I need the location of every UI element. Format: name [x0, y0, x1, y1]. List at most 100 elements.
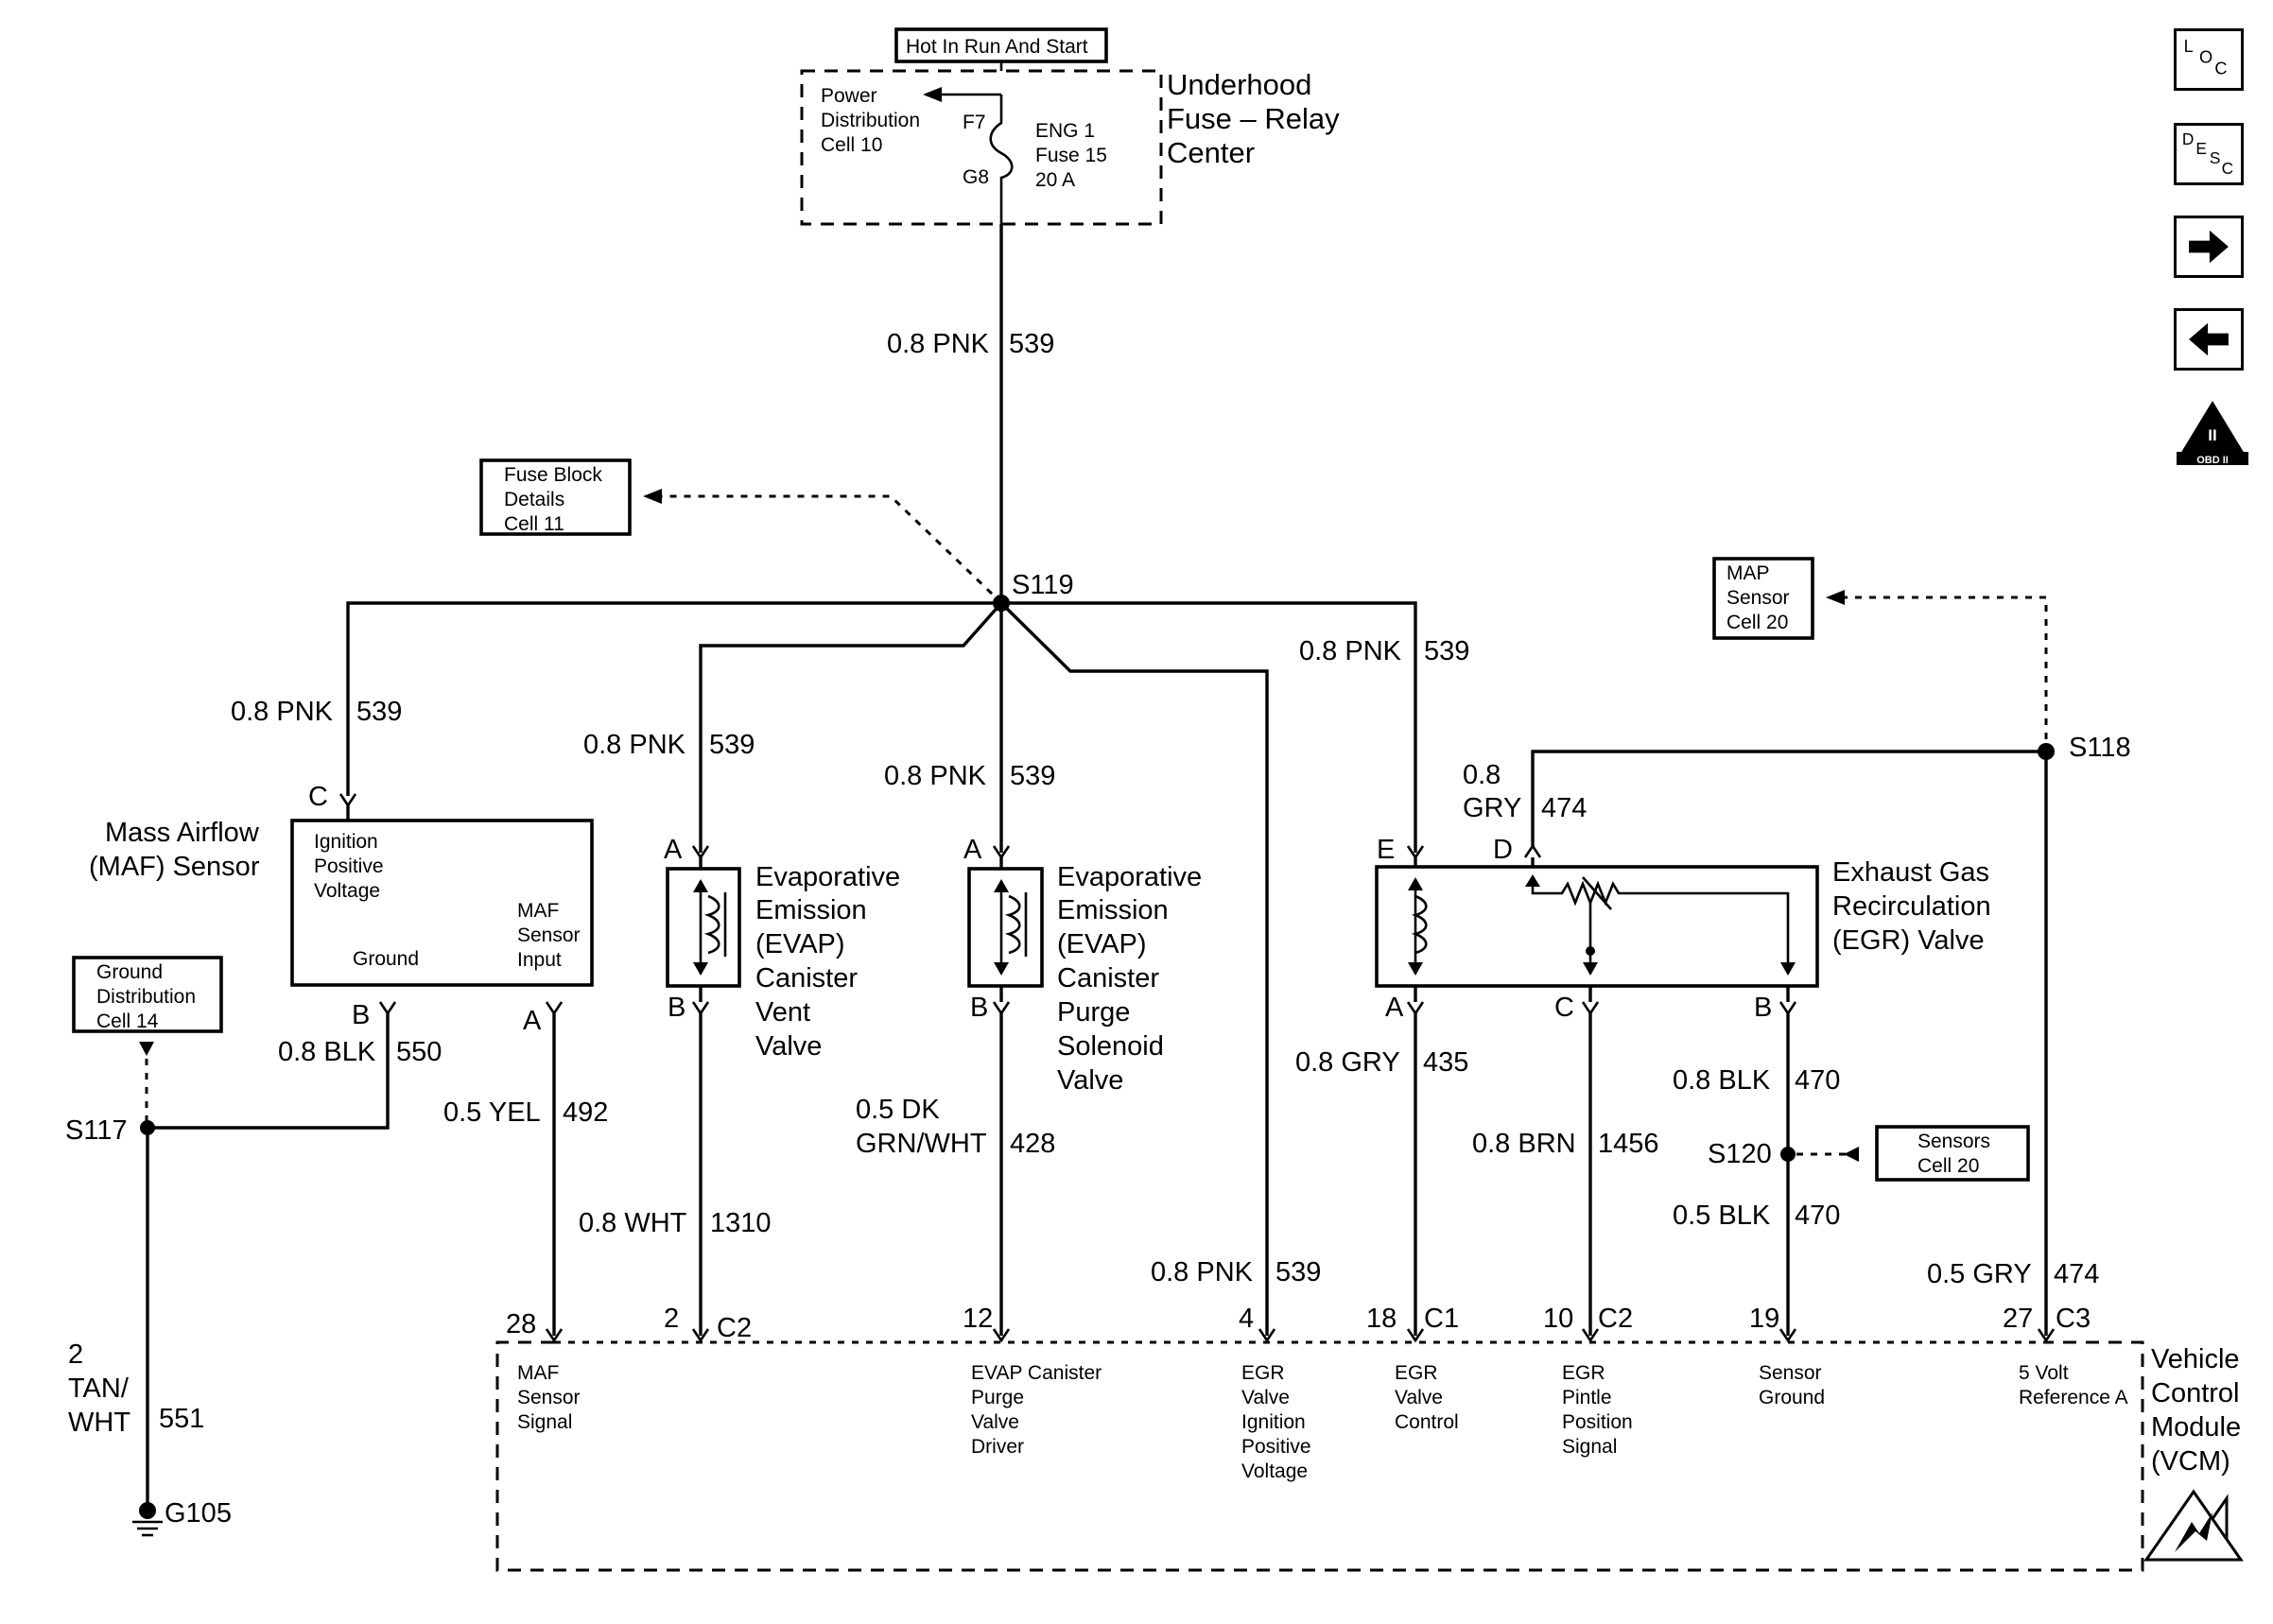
vcm-conn-c3: C3	[2056, 1304, 2091, 1334]
purge-pin-a: A	[963, 835, 982, 865]
egr-pin-b: B	[1754, 993, 1772, 1023]
fuse-term-bot: G8	[963, 166, 989, 188]
wire-ground-strap-gauge-1: 2	[68, 1339, 83, 1370]
maf-sensor: Mass Airflow (MAF) Sensor C Ignition Pos…	[89, 782, 594, 1036]
desc-letter-s: S	[2210, 148, 2221, 167]
wire-egr-control-circuit: 435	[1423, 1047, 1468, 1078]
maf-name-2: (MAF) Sensor	[89, 852, 260, 882]
connector-icon	[992, 1001, 1011, 1016]
wire-ground-strap-circuit: 551	[159, 1404, 204, 1434]
wire-purge-feed-circuit: 539	[1010, 761, 1055, 791]
loc-letter-l: L	[2184, 37, 2194, 56]
connector-icon	[1581, 1328, 1600, 1343]
arrow-down-icon	[139, 1042, 154, 1056]
egr-pin-d: D	[1493, 835, 1513, 865]
vent-pin-b: B	[668, 993, 685, 1023]
wire-egr-control-gauge: 0.8 GRY	[1295, 1047, 1400, 1078]
loc-button[interactable]: L O C	[2174, 28, 2244, 91]
wire-purge-feed-gauge: 0.8 PNK	[884, 761, 987, 791]
splice-s119-label: S119	[1012, 570, 1074, 600]
next-page-button[interactable]	[2174, 216, 2244, 278]
vcm-maf-signal-2: Sensor	[517, 1387, 581, 1408]
vcm-conn-c2b: C2	[1598, 1304, 1633, 1334]
connector-icon	[545, 1328, 564, 1343]
connector-icon	[2037, 1328, 2056, 1343]
obd-text: OBD II	[2196, 455, 2229, 466]
ground-dist-3: Cell 14	[96, 1011, 159, 1032]
vcm-pin-27: 27	[2003, 1304, 2033, 1334]
esd-warning-icon	[2143, 1489, 2244, 1562]
wire-egr-ground-upper-circuit: 470	[1795, 1065, 1840, 1096]
vent-name-3: (EVAP)	[755, 929, 845, 959]
vcm-pin-2: 2	[664, 1304, 679, 1334]
maf-body	[290, 819, 594, 987]
vent-valve-body	[666, 867, 741, 988]
connector-icon	[1258, 1328, 1276, 1343]
vcm-conn-c2: C2	[717, 1313, 752, 1343]
maf-pin-a: A	[523, 1006, 542, 1036]
maf-input-2: Sensor	[517, 924, 581, 946]
ground-icon	[132, 1502, 163, 1537]
desc-button[interactable]: D E S C	[2174, 123, 2244, 185]
desc-letter-e: E	[2195, 139, 2207, 158]
map-sensor-1: MAP	[1726, 562, 1770, 584]
connector-icon	[1406, 1001, 1425, 1016]
maf-input-3: Input	[517, 949, 562, 971]
connector-icon	[1406, 1328, 1425, 1343]
evap-purge-valve: A B Evaporative Emission (EVAP) Canister…	[963, 835, 1202, 1096]
wire-ground-strap-gauge-3: WHT	[68, 1408, 130, 1438]
hot-label: Hot In Run And Start	[906, 36, 1088, 58]
vcm-egr-ign-5: Voltage	[1241, 1460, 1308, 1482]
wire-maf-ground	[147, 1013, 390, 1130]
egr-name-2: Recirculation	[1832, 891, 1991, 922]
wire-maf-signal-circuit: 492	[563, 1097, 608, 1128]
splice-s120-label: S120	[1708, 1139, 1772, 1169]
connector-icon	[691, 1328, 710, 1343]
vcm-pin-12: 12	[963, 1304, 993, 1334]
wire-egr-ref-gauge-1: 0.8	[1463, 760, 1501, 790]
vent-name-2: Emission	[755, 895, 867, 925]
wire-maf-feed	[346, 601, 1001, 796]
maf-ign-3: Voltage	[314, 880, 380, 902]
obd-ii-icon: II OBD II	[2177, 401, 2248, 466]
description-icon: D E S C	[2182, 130, 2233, 178]
coil-icon	[1411, 894, 1428, 955]
egr-pin-e: E	[1377, 835, 1395, 865]
vent-pin-a: A	[664, 835, 683, 865]
vcm-conn-c1: C1	[1424, 1304, 1459, 1334]
loc-letter-o: O	[2199, 48, 2212, 67]
connector-icon	[691, 1001, 710, 1016]
vcm-maf-signal-3: Signal	[517, 1411, 572, 1433]
vcm-pin-18: 18	[1366, 1304, 1397, 1334]
purge-pin-b: B	[970, 993, 988, 1023]
maf-ign-2: Positive	[314, 855, 384, 877]
arrow-left-icon	[1844, 1147, 1859, 1162]
wire-vent-feed	[699, 601, 1003, 853]
arrow-right-icon	[2189, 230, 2229, 264]
arrow-left-icon	[1826, 590, 1845, 605]
vcm-egr-ign-4: Positive	[1241, 1436, 1311, 1458]
maf-input-1: MAF	[517, 900, 559, 922]
vcm-pin-4: 4	[1239, 1304, 1254, 1334]
ground-distribution-reference: Ground Distribution Cell 14	[72, 956, 223, 1121]
wire-main-circuit: 539	[1009, 329, 1054, 359]
purge-name-5: Purge	[1057, 997, 1130, 1028]
obd-ii-button[interactable]: II OBD II	[2175, 399, 2250, 467]
wire-egr-ref-gauge-2: GRY	[1463, 793, 1521, 823]
sensors-cell-2: Cell 20	[1917, 1155, 1979, 1177]
ground-dist-1: Ground	[96, 961, 163, 983]
previous-page-button[interactable]	[2174, 308, 2244, 371]
fuse-name-3: 20 A	[1035, 169, 1075, 191]
wire-vent-feed-gauge: 0.8 PNK	[583, 730, 686, 760]
wire-vcm-ref-gauge: 0.5 GRY	[1927, 1259, 2032, 1289]
fuse-block-1: Fuse Block	[504, 464, 602, 486]
egr-name-3: (EGR) Valve	[1832, 925, 1985, 956]
purge-name-1: Evaporative	[1057, 862, 1202, 892]
maf-pin-c: C	[308, 782, 328, 812]
vcm-purge-driver-3: Valve	[971, 1411, 1019, 1433]
wire-maf-signal-gauge: 0.5 YEL	[443, 1097, 541, 1128]
egr-valve: E D A C B Exhaust Gas Recirculation (EGR…	[1375, 835, 1991, 1023]
wire-egr-ref	[1531, 750, 2046, 846]
wire-main-gauge: 0.8 PNK	[887, 329, 990, 359]
arrow-left-icon	[643, 489, 662, 504]
